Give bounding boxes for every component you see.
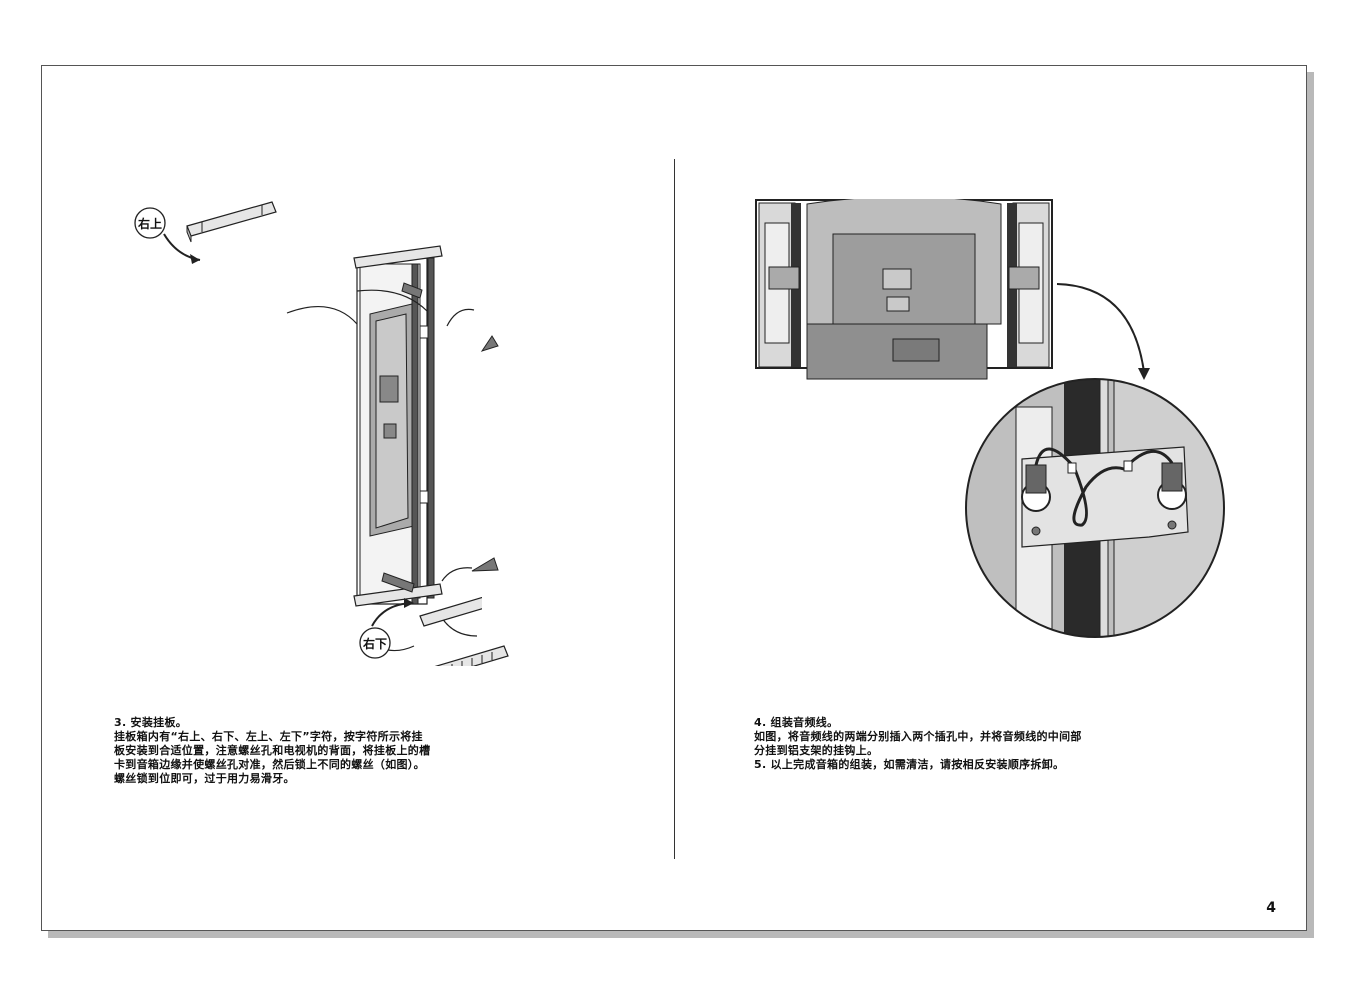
instruction-line: 螺丝锁到位即可，过于用力易滑牙。 [114,772,295,785]
instruction-line: 4. 组装音频线。 [754,716,839,729]
audio-cable-detail-figure [965,378,1225,638]
instruction-line: 挂板箱内有“右上、右下、左上、左下”字符，按字符所示将挂 [114,730,423,743]
label-top-right: 右上 [137,216,162,231]
tv-rear-view-figure [755,199,1053,380]
instruction-line: 5. 以上完成音箱的组装，如需清洁，请按相反安装顺序拆卸。 [754,758,1065,771]
instruction-line: 板安装到合适位置，注意螺丝孔和电视机的背面，将挂板上的槽 [114,744,431,757]
instruction-line: 分挂到铝支架的挂钩上。 [754,744,879,757]
manual-page: 右上 [41,65,1307,931]
page-number: 4 [1266,900,1276,916]
instruction-line: 如图，将音频线的两端分别插入两个插孔中，并将音频线的中间部 [754,730,1082,743]
instruction-line: 3. 安装挂板。 [114,716,188,729]
label-bottom-right-badge: 右下 [359,596,482,659]
instruction-line: 卡到音箱边缘并使螺丝孔对准，然后锁上不同的螺丝（如图）。 [114,758,425,771]
bracket-installation-figure: 右上 [134,201,509,666]
zoom-arrow [1056,283,1150,380]
left-instructions: 3. 安装挂板。 挂板箱内有“右上、右下、左上、左下”字符，按字符所示将挂 板安… [114,716,544,786]
column-divider [674,159,675,859]
right-instructions: 4. 组装音频线。 如图，将音频线的两端分别插入两个插孔中，并将音频线的中间部 … [754,716,1194,772]
label-bottom-right: 右下 [362,636,387,651]
